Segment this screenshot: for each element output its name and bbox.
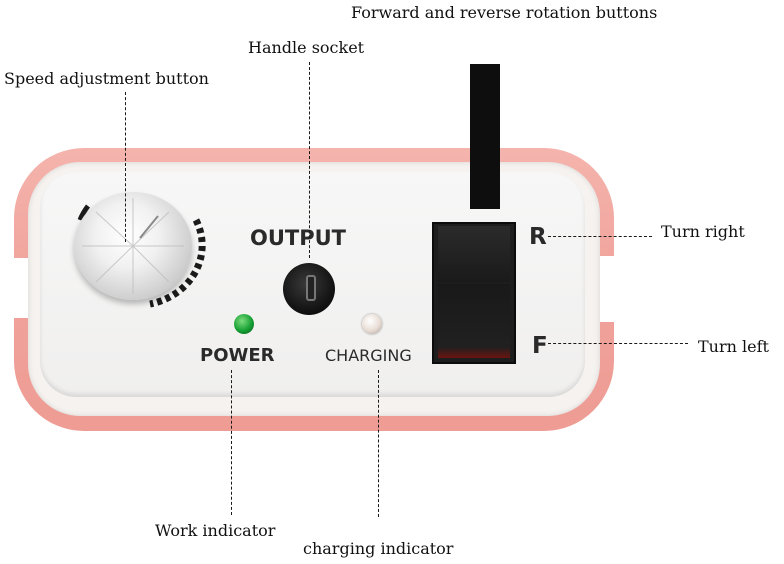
rotation-buttons-pointer — [470, 64, 500, 209]
handle-socket-label: Handle socket — [248, 38, 365, 57]
work-indicator-label: Work indicator — [155, 521, 276, 540]
handle-socket-leader — [309, 62, 310, 258]
f-label: F — [532, 333, 548, 359]
rocker-top-half[interactable] — [438, 226, 510, 282]
power-label: POWER — [200, 345, 275, 366]
knob-texture — [82, 198, 184, 294]
charging-led — [362, 314, 382, 334]
speed-adjustment-label: Speed adjustment button — [4, 69, 209, 88]
shell-notch-right — [596, 256, 622, 322]
forward-reverse-label: Forward and reverse rotation buttons — [351, 3, 658, 22]
socket-pin — [306, 275, 316, 301]
turn-right-label: Turn right — [661, 222, 745, 241]
charging-label: CHARGING — [325, 346, 412, 365]
turn-left-label: Turn left — [698, 337, 769, 356]
turn-left-leader — [548, 343, 688, 344]
charging-indicator-leader — [378, 370, 379, 517]
r-label: R — [529, 224, 547, 250]
rocker-bottom-half[interactable] — [438, 284, 510, 358]
work-indicator-leader — [231, 370, 232, 515]
power-led — [234, 314, 254, 334]
turn-right-leader — [548, 236, 652, 237]
output-label: OUTPUT — [250, 226, 346, 250]
speed-adjustment-leader — [125, 92, 126, 242]
charging-indicator-label: charging indicator — [303, 539, 454, 558]
